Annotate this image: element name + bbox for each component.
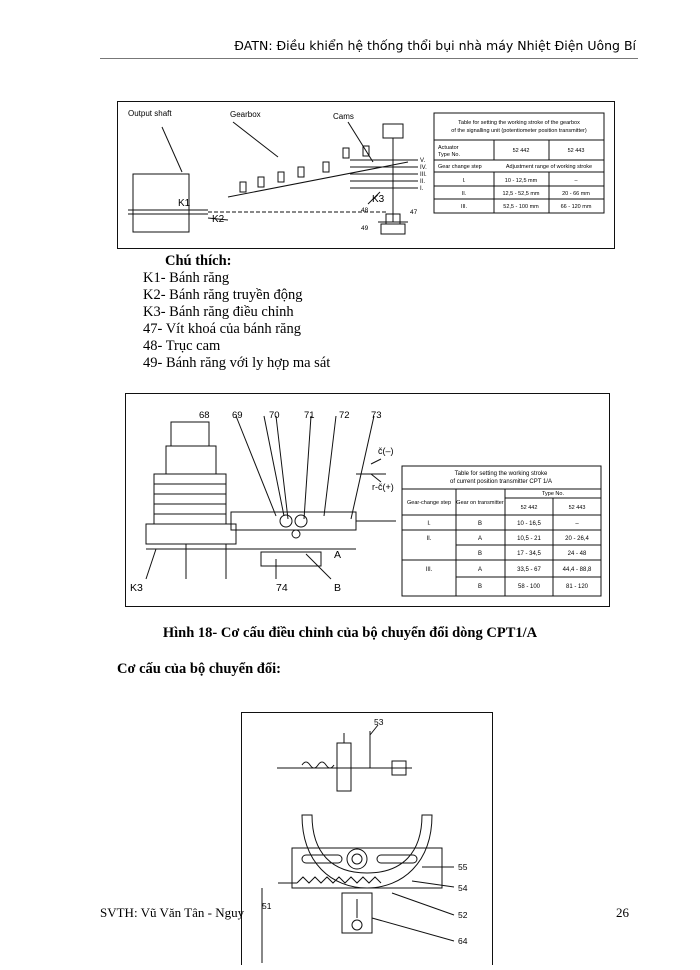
- transmitter-table-cell: B: [478, 551, 482, 557]
- transmitter-table-cell: 10,5 - 21: [517, 536, 541, 542]
- label-64: 64: [458, 936, 468, 946]
- transmitter-table-cell: B: [478, 584, 482, 590]
- gearbox-table-type-2: 52 443: [568, 148, 585, 154]
- transmitter-table-cell: A: [478, 536, 482, 542]
- label-step-v: V.: [420, 158, 425, 164]
- transmitter-table-cell: 24 - 48: [568, 551, 587, 557]
- transmitter-table-cell: 20 - 26,4: [565, 536, 589, 542]
- transmitter-table-type-2: 52 443: [569, 505, 586, 511]
- legend-item: K2- Bánh răng truyền động: [143, 287, 303, 303]
- transmitter-table-header-step: Gear-change step: [407, 500, 451, 506]
- figure-converter: 53 55 54 52 64 51: [241, 712, 493, 965]
- figure-transmitter-drawing: 68 69 70 71 72 73 č(–) r-č(+) K3 74 B A …: [130, 410, 602, 597]
- gearbox-table-type-1: 52 442: [513, 148, 530, 154]
- gearbox-table-cell: –: [574, 178, 578, 184]
- header-divider: [100, 58, 638, 59]
- transmitter-table-title-2: of current position transmitter CPT 1/A: [450, 479, 552, 485]
- transmitter-table-cell: B: [478, 521, 482, 527]
- transmitter-table-cell: I.: [427, 521, 431, 527]
- transmitter-table-cell: 33,5 - 67: [517, 567, 541, 573]
- legend-item: K1- Bánh răng: [143, 270, 230, 286]
- label-51: 51: [262, 901, 272, 911]
- legend-item: K3- Bánh răng điều chỉnh: [143, 304, 294, 320]
- transmitter-table-cell: 17 - 34,5: [517, 551, 541, 557]
- transmitter-table-type-1: 52 442: [521, 505, 538, 511]
- legend: Chú thích: K1- Bánh răng K2- Bánh răng t…: [143, 253, 330, 372]
- transmitter-table: Table for setting the working stroke of …: [401, 465, 602, 597]
- gearbox-table-cell: 10 - 12,5 mm: [505, 178, 538, 184]
- gearbox-table: Table for setting the working stroke of …: [433, 112, 605, 214]
- gearbox-table-cell: I.: [462, 178, 466, 184]
- gearbox-table-header-type: Type No.: [438, 152, 460, 158]
- page-header: ĐATN: Điều khiển hệ thống thổi bụi nhà m…: [234, 38, 636, 53]
- transmitter-table-cell: II.: [426, 536, 431, 542]
- label-gearbox: Gearbox: [230, 110, 261, 119]
- label-52: 52: [458, 910, 468, 920]
- label-70: 70: [269, 410, 280, 421]
- label-74: 74: [276, 582, 288, 594]
- figure-transmitter: 68 69 70 71 72 73 č(–) r-č(+) K3 74 B A …: [125, 393, 610, 607]
- label-48: 48: [361, 207, 369, 214]
- label-cams: Cams: [333, 112, 354, 121]
- figure-gearbox-drawing: Output shaft Gearbox Cams K1 K2 K3 47 48…: [128, 109, 605, 235]
- label-step-iii: III.: [420, 172, 427, 178]
- label-69: 69: [232, 410, 243, 421]
- gearbox-table-title-2: of the signalling unit (potentiometer po…: [451, 128, 587, 134]
- label-47: 47: [410, 209, 418, 216]
- label-a: A: [334, 549, 341, 561]
- label-73: 73: [371, 410, 382, 421]
- label-k1: K1: [178, 198, 191, 209]
- gearbox-table-cell: 20 - 66 mm: [562, 191, 590, 197]
- label-k2: K2: [212, 214, 225, 225]
- label-72: 72: [339, 410, 350, 421]
- transmitter-table-cell: 81 - 120: [566, 584, 589, 590]
- figure-converter-drawing: 53 55 54 52 64 51: [261, 717, 468, 963]
- page-number: 26: [616, 905, 629, 920]
- label-step-iv: IV.: [420, 165, 427, 171]
- figure-gearbox: Output shaft Gearbox Cams K1 K2 K3 47 48…: [117, 101, 615, 249]
- label-c-plus: r-č(+): [372, 482, 394, 492]
- figure-caption: Hình 18- Cơ cấu điều chỉnh của bộ chuyển…: [162, 625, 538, 641]
- gearbox-table-cell: III.: [461, 204, 468, 210]
- label-49: 49: [361, 225, 369, 232]
- legend-item: 48- Trục cam: [143, 338, 221, 354]
- gearbox-table-header-actuator: Actuator: [438, 145, 459, 151]
- gearbox-table-cell: 52,5 - 100 mm: [503, 204, 539, 210]
- label-54: 54: [458, 883, 468, 893]
- gearbox-table-header-step: Gear change step: [438, 164, 482, 170]
- transmitter-table-cell: A: [478, 567, 482, 573]
- label-step-i: I.: [420, 186, 424, 192]
- legend-title: Chú thích:: [165, 253, 232, 269]
- label-55: 55: [458, 862, 468, 872]
- transmitter-table-cell: 10 - 16,5: [517, 521, 541, 527]
- label-53: 53: [374, 717, 384, 727]
- gearbox-table-title-1: Table for setting the working stroke of …: [458, 120, 580, 126]
- gearbox-table-cell: 12,5 - 52,5 mm: [503, 191, 540, 197]
- legend-item: 47- Vít khoá của bánh răng: [143, 321, 301, 337]
- transmitter-table-cell: 44,4 - 88,8: [563, 567, 592, 573]
- footer-author: SVTH: Vũ Văn Tân - Nguy: [100, 905, 245, 920]
- transmitter-table-cell: –: [575, 521, 579, 527]
- gearbox-table-cell: 66 - 120 mm: [561, 204, 592, 210]
- gearbox-table-cell: II.: [462, 191, 467, 197]
- label-k3: K3: [130, 582, 143, 594]
- section-heading: Cơ cấu của bộ chuyển đổi:: [117, 661, 281, 677]
- label-c-minus: č(–): [378, 446, 394, 456]
- transmitter-table-header-gear: Gear on transmitter: [456, 500, 504, 506]
- transmitter-table-cell: III.: [426, 567, 433, 573]
- label-k3: K3: [372, 194, 385, 205]
- label-71: 71: [304, 410, 315, 421]
- label-step-ii: II.: [420, 179, 425, 185]
- label-68: 68: [199, 410, 210, 421]
- label-b: B: [334, 582, 341, 594]
- legend-item: 49- Bánh răng với ly hợp ma sát: [143, 355, 331, 371]
- transmitter-table-header-type: Type No.: [542, 491, 564, 497]
- transmitter-table-title-1: Table for setting the working stroke: [455, 471, 548, 477]
- transmitter-table-cell: 58 - 100: [518, 584, 541, 590]
- gearbox-table-header-range: Adjustment range of working stroke: [506, 164, 592, 170]
- label-output-shaft: Output shaft: [128, 109, 172, 118]
